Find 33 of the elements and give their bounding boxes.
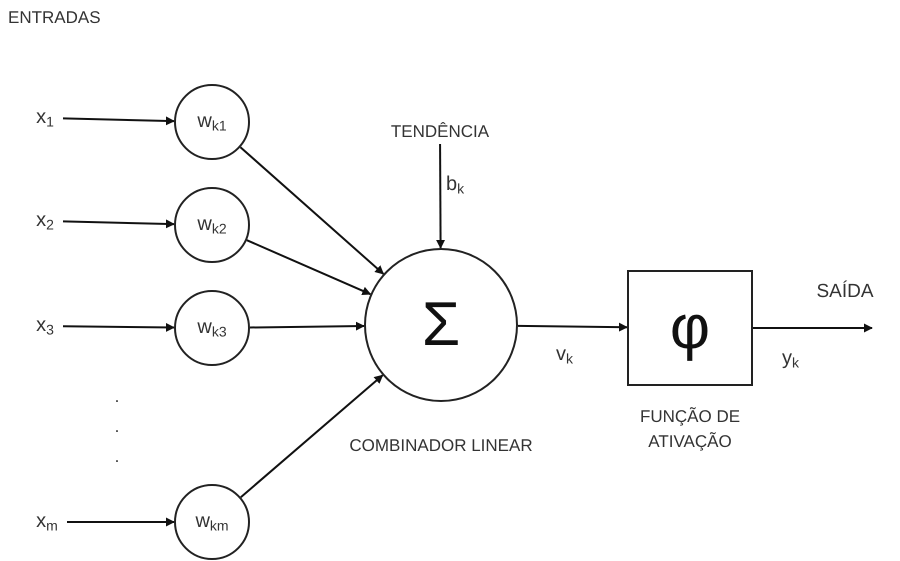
- arrow: [753, 324, 873, 332]
- edge-label: v$_{k}$: [556, 342, 573, 368]
- arrow: [62, 322, 175, 332]
- activation-function-box: [627, 270, 753, 386]
- node-label: x$_{1}$: [36, 107, 54, 129]
- node-caption: FUNÇÃO DE ATIVAÇÃO: [638, 406, 742, 453]
- arrow: [518, 322, 628, 332]
- arrow: [250, 322, 365, 331]
- node-label: w$_{k3}$: [197, 317, 227, 339]
- arrow: [62, 116, 175, 126]
- arrow: [246, 239, 372, 296]
- node-label: x$_{m}$: [36, 511, 58, 533]
- ellipsis-dot: .: [114, 416, 120, 438]
- edge-label: b$_{k}$: [446, 172, 464, 198]
- symbol-text: Σ: [422, 294, 460, 356]
- node-label: w$_{k1}$: [197, 111, 227, 133]
- node-label: w$_{k2}$: [197, 214, 227, 236]
- arrow: [436, 144, 446, 249]
- node-label: x$_{2}$: [36, 210, 54, 232]
- arrow: [67, 518, 175, 526]
- node-caption: COMBINADOR LINEAR: [348, 435, 534, 457]
- node-label: TENDÊNCIA: [390, 122, 490, 140]
- arrow: [240, 146, 384, 275]
- node-label: x$_{3}$: [36, 315, 54, 337]
- arrow: [62, 219, 175, 228]
- node-label: w$_{km}$: [195, 511, 229, 533]
- ellipsis-dot: .: [114, 446, 120, 468]
- symbol-text: φ: [670, 297, 710, 359]
- arrow: [240, 374, 384, 498]
- heading-label: ENTRADAS: [8, 7, 102, 29]
- heading-label: SAÍDA: [815, 280, 875, 304]
- ellipsis-dot: .: [114, 386, 120, 408]
- edge-label: y$_{k}$: [782, 346, 799, 372]
